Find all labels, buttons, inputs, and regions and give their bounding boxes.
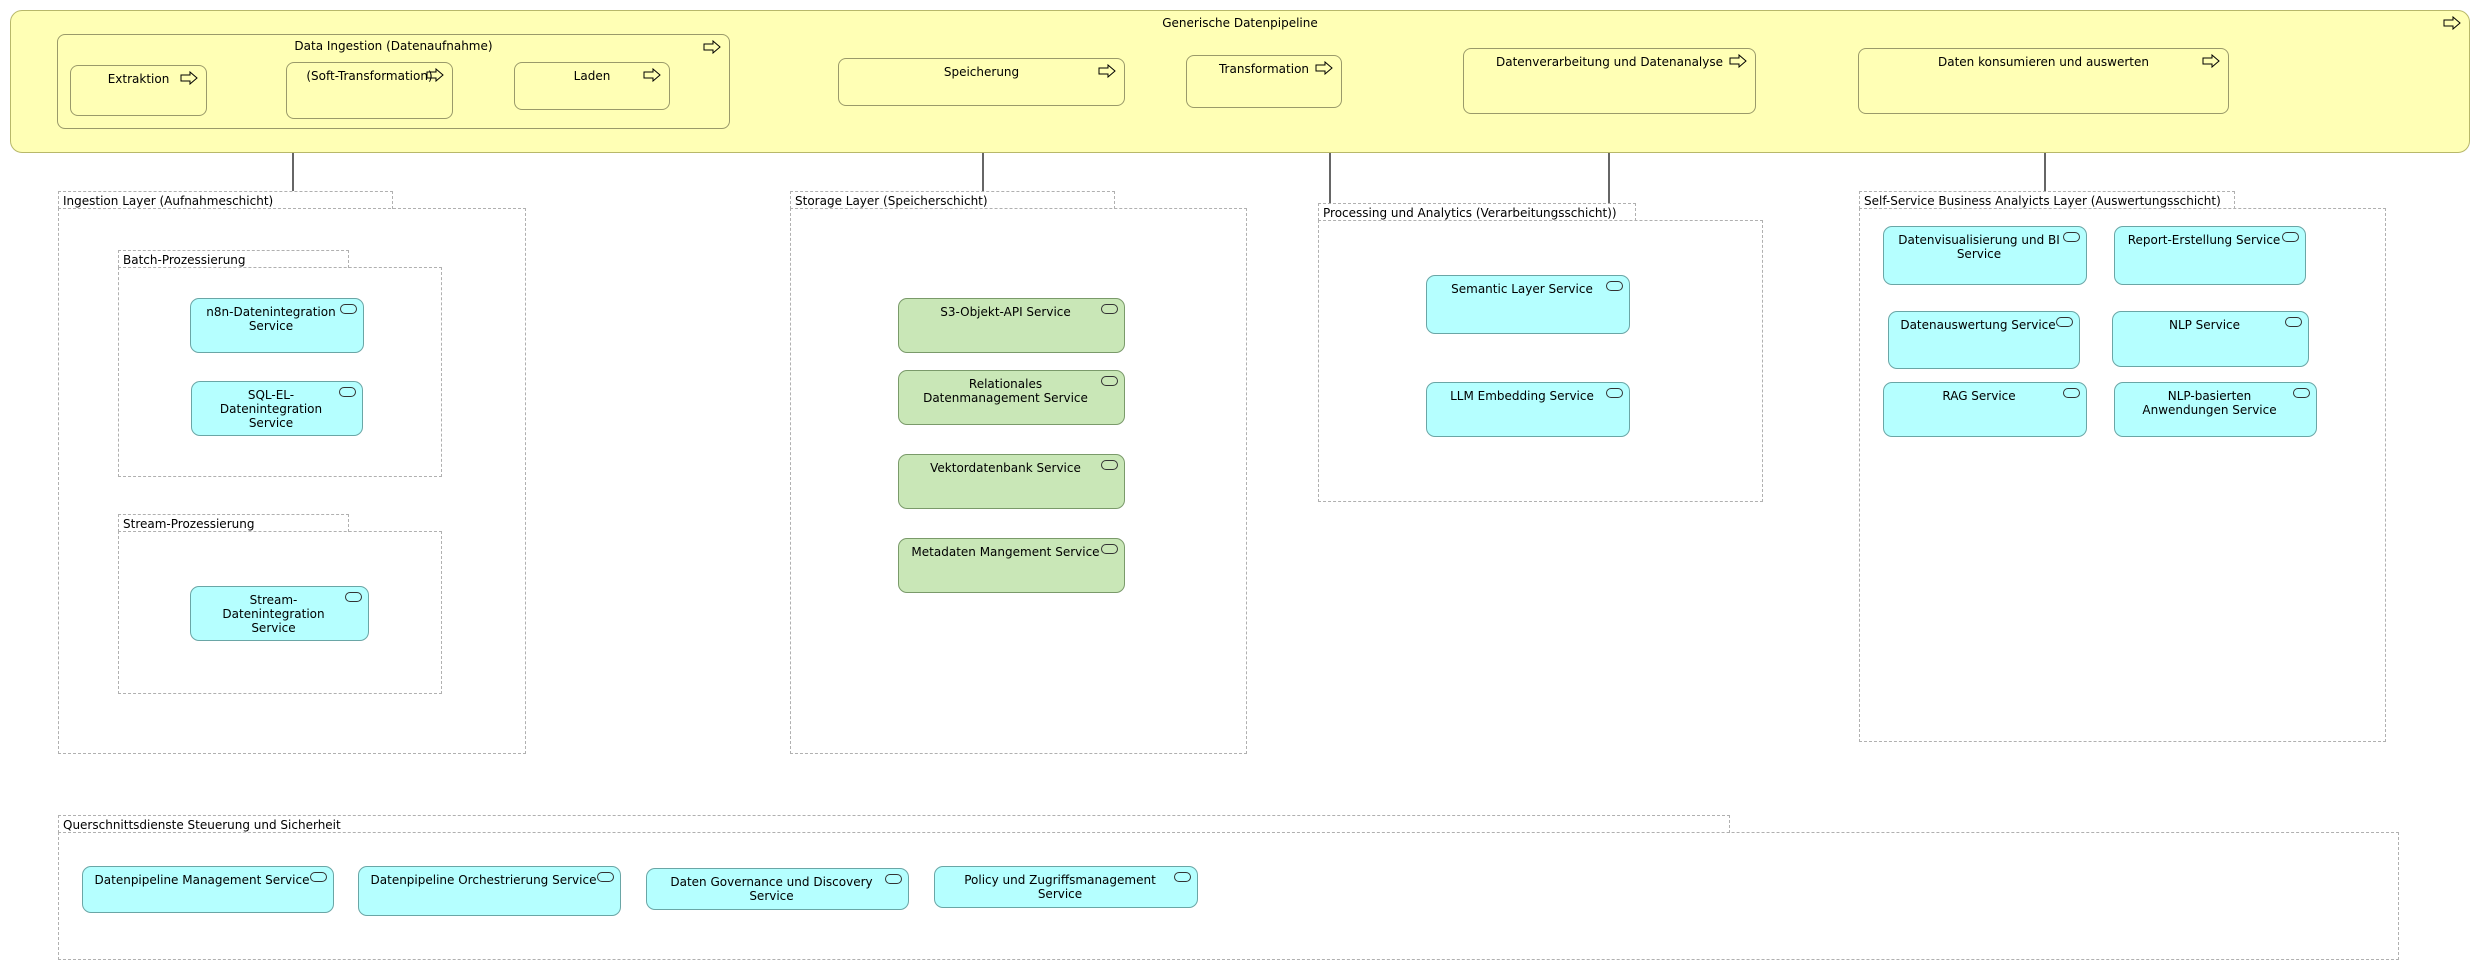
process-datenverarbeitung[interactable]: Datenverarbeitung und Datenanalyse xyxy=(1463,48,1756,114)
service-llm-embedding[interactable]: LLM Embedding Service xyxy=(1426,382,1630,437)
process-speicherung-title: Speicherung xyxy=(943,65,1020,79)
service-label: Report-Erstellung Service xyxy=(2127,233,2281,247)
service-pill-icon xyxy=(1101,376,1118,386)
process-arrow-icon xyxy=(1729,54,1747,68)
service-vektordatenbank[interactable]: Vektordatenbank Service xyxy=(898,454,1125,509)
service-rag[interactable]: RAG Service xyxy=(1883,382,2087,437)
process-datenverarbeitung-title: Datenverarbeitung und Datenanalyse xyxy=(1496,55,1723,69)
service-pill-icon xyxy=(597,872,614,882)
service-label: Stream-Datenintegration Service xyxy=(222,593,325,635)
service-n8n-datenintegration[interactable]: n8n-Datenintegration Service xyxy=(190,298,364,353)
processing-layer-title: Processing und Analytics (Verarbeitungss… xyxy=(1318,203,1636,221)
service-label: Datenvisualisierung und BI Service xyxy=(1898,233,2060,261)
service-label: Datenpipeline Management Service xyxy=(94,873,310,887)
service-label: Policy und Zugriffsmanagement Service xyxy=(964,873,1156,901)
process-arrow-icon xyxy=(2443,16,2461,30)
service-relationales-datenmanagement[interactable]: Relationales Datenmanagement Service xyxy=(898,370,1125,425)
process-soft-transformation-title: (Soft-Transformation) xyxy=(306,69,433,83)
process-daten-konsumieren[interactable]: Daten konsumieren und auswerten xyxy=(1858,48,2229,114)
pipeline-title: Generische Datenpipeline xyxy=(1162,16,1318,30)
service-sql-el-datenintegration[interactable]: SQL-EL-Datenintegration Service xyxy=(191,381,363,436)
process-arrow-icon xyxy=(2202,54,2220,68)
service-pill-icon xyxy=(885,874,902,884)
storage-layer-title: Storage Layer (Speicherschicht) xyxy=(790,191,1115,209)
service-label: Vektordatenbank Service xyxy=(930,461,1081,475)
process-laden[interactable]: Laden xyxy=(514,62,670,110)
service-label: LLM Embedding Service xyxy=(1450,389,1594,403)
service-datenpipeline-management[interactable]: Datenpipeline Management Service xyxy=(82,866,334,913)
service-label: RAG Service xyxy=(1942,389,2016,403)
process-arrow-icon xyxy=(643,68,661,82)
stream-group xyxy=(118,531,442,694)
process-arrow-icon xyxy=(703,40,721,54)
process-data-ingestion-title: Data Ingestion (Datenaufnahme) xyxy=(294,39,493,53)
process-arrow-icon xyxy=(1315,61,1333,75)
process-transformation[interactable]: Transformation xyxy=(1186,55,1342,108)
service-label: NLP-basierten Anwendungen Service xyxy=(2142,389,2277,417)
ingestion-layer xyxy=(58,208,526,754)
service-label: Daten Governance und Discovery Service xyxy=(670,875,873,903)
service-pill-icon xyxy=(339,387,356,397)
process-speicherung[interactable]: Speicherung xyxy=(838,58,1125,106)
service-pill-icon xyxy=(310,872,327,882)
service-pill-icon xyxy=(1101,544,1118,554)
process-arrow-icon xyxy=(1098,64,1116,78)
service-pill-icon xyxy=(1101,304,1118,314)
service-stream-datenintegration[interactable]: Stream-Datenintegration Service xyxy=(190,586,369,641)
process-daten-konsumieren-title: Daten konsumieren und auswerten xyxy=(1938,55,2149,69)
service-pill-icon xyxy=(1101,460,1118,470)
process-soft-transformation[interactable]: (Soft-Transformation) xyxy=(286,62,453,119)
service-pill-icon xyxy=(2282,232,2299,242)
process-extraktion[interactable]: Extraktion xyxy=(70,65,207,116)
process-extraktion-title: Extraktion xyxy=(107,72,170,86)
crosscutting-group xyxy=(58,832,2399,960)
service-label: Semantic Layer Service xyxy=(1451,282,1593,296)
selfservice-layer-title: Self-Service Business Analyicts Layer (A… xyxy=(1859,191,2235,209)
service-nlp[interactable]: NLP Service xyxy=(2112,311,2309,367)
service-label: S3-Objekt-API Service xyxy=(940,305,1071,319)
service-label: NLP Service xyxy=(2168,318,2241,332)
service-label: Relationales Datenmanagement Service xyxy=(923,377,1088,405)
ingestion-layer-title: Ingestion Layer (Aufnahmeschicht) xyxy=(58,191,393,209)
storage-layer xyxy=(790,208,1247,754)
service-label: Datenauswertung Service xyxy=(1900,318,2056,332)
service-pill-icon xyxy=(2063,388,2080,398)
service-daten-governance-discovery[interactable]: Daten Governance und Discovery Service xyxy=(646,868,909,910)
service-datenauswertung[interactable]: Datenauswertung Service xyxy=(1888,311,2080,369)
service-policy-zugriffsmanagement[interactable]: Policy und Zugriffsmanagement Service xyxy=(934,866,1198,908)
service-pill-icon xyxy=(2285,317,2302,327)
service-pill-icon xyxy=(345,592,362,602)
service-s3-objekt-api[interactable]: S3-Objekt-API Service xyxy=(898,298,1125,353)
service-datenpipeline-orchestrierung[interactable]: Datenpipeline Orchestrierung Service xyxy=(358,866,621,916)
service-label: n8n-Datenintegration Service xyxy=(206,305,336,333)
service-pill-icon xyxy=(1606,281,1623,291)
process-transformation-title: Transformation xyxy=(1218,62,1310,76)
service-datenvisualisierung-bi[interactable]: Datenvisualisierung und BI Service xyxy=(1883,226,2087,285)
selfservice-layer xyxy=(1859,208,2386,742)
stream-group-title: Stream-Prozessierung xyxy=(118,514,349,532)
batch-group xyxy=(118,267,442,477)
service-pill-icon xyxy=(2056,317,2073,327)
crosscutting-title: Querschnittsdienste Steuerung und Sicher… xyxy=(58,815,1730,833)
process-arrow-icon xyxy=(426,68,444,82)
service-label: SQL-EL-Datenintegration Service xyxy=(219,388,323,430)
service-metadaten-management[interactable]: Metadaten Mangement Service xyxy=(898,538,1125,593)
batch-group-title: Batch-Prozessierung xyxy=(118,250,349,268)
service-pill-icon xyxy=(1606,388,1623,398)
service-semantic-layer[interactable]: Semantic Layer Service xyxy=(1426,275,1630,334)
service-pill-icon xyxy=(1174,872,1191,882)
service-label: Metadaten Mangement Service xyxy=(911,545,1100,559)
service-pill-icon xyxy=(340,304,357,314)
process-laden-title: Laden xyxy=(573,69,611,83)
service-report-erstellung[interactable]: Report-Erstellung Service xyxy=(2114,226,2306,285)
process-arrow-icon xyxy=(180,71,198,85)
service-pill-icon xyxy=(2293,388,2310,398)
service-nlp-anwendungen[interactable]: NLP-basierten Anwendungen Service xyxy=(2114,382,2317,437)
processing-layer xyxy=(1318,220,1763,502)
service-label: Datenpipeline Orchestrierung Service xyxy=(370,873,597,887)
service-pill-icon xyxy=(2063,232,2080,242)
